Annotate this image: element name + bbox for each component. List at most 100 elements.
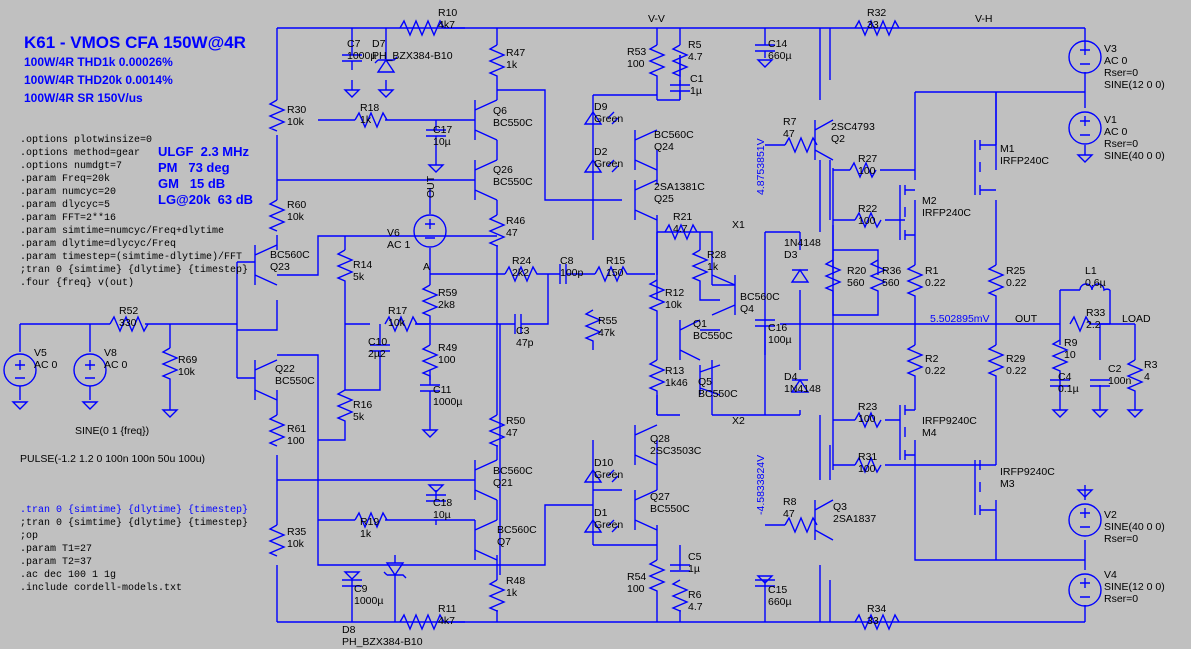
net-label-vv: V-V [648,13,665,25]
part-label-r13: R13 [665,365,684,377]
part-label-q23: Q23 [270,261,290,273]
resistor-R47 [488,44,506,80]
part-label-c9: 1000µ [354,595,383,607]
resistor-R34 [854,613,900,631]
resistor-R10 [399,19,465,37]
part-label-q6: Q6 [493,105,507,117]
resistor-R29 [987,344,1005,385]
part-label-r15: 150 [606,267,624,279]
resistor-R3 [1126,359,1144,395]
part-label-r2: 0.22 [925,365,946,377]
directive-line: .options numdgt=7 [20,160,122,172]
part-label-v8: V8 [104,347,117,359]
resistor-R7 [784,136,818,154]
part-label-r20: R20 [847,265,866,277]
led-D1 [583,518,603,533]
part-label-r55: 47k [598,327,616,339]
part-label-r48: R48 [506,575,525,587]
part-label-r6: 4.7 [688,601,703,613]
led-D10 [583,468,603,483]
part-label-v2: Rser=0 [1104,533,1138,545]
bjt-Q3 [814,499,834,541]
part-label-v4: SINE(12 0 0) [1104,581,1165,593]
part-label-r35: R35 [287,526,306,538]
part-label-q25: 2SA1381C [654,181,705,193]
part-label-c7: C7 [347,38,361,50]
directive-line: .options plotwinsize=0 [20,134,152,146]
part-label-q24: Q24 [654,141,674,153]
capacitor-C17 [426,129,446,160]
part-label-v3: Rser=0 [1104,67,1138,79]
directive-line: ;tran 0 {simtime} {dlytime} {timestep} [20,517,248,529]
resistor-R49 [421,344,439,380]
part-label-r47: 1k [506,59,518,71]
capacitor-C4 [1050,379,1070,387]
part-label-v4: Rser=0 [1104,593,1138,605]
led-D9 [583,110,603,125]
part-label-q1: BC550C [693,330,733,342]
resistor-R8 [784,516,818,534]
directive-line: .param T1=27 [20,544,92,555]
part-label-c18: 10µ [433,509,451,521]
part-label-v3: SINE(12 0 0) [1104,79,1165,91]
resistor-R21 [664,223,698,241]
part-label-r8: 47 [783,508,795,520]
capacitor-C9 [342,579,362,587]
bjt-Q24 [634,129,658,171]
net-label-out: OUT [1015,313,1038,325]
resistor-R25 [987,264,1005,300]
directive-line: .param T2=37 [20,557,92,568]
resistor-R20 [824,259,842,300]
part-label-r21: R21 [673,211,692,223]
part-label-c16: C16 [768,322,787,334]
part-label-c8: C8 [560,255,574,267]
part-label-d4: D4 [784,371,798,383]
directive-line: .four {freq} v(out) [20,277,134,289]
directive-line: .param dlytime=dlycyc/Freq [20,238,176,250]
net-label-out-rotated: OUT [425,175,437,198]
part-label-d2: Green [594,158,623,170]
resistor-R18 [354,111,388,129]
part-label-r30: R30 [287,104,306,116]
part-label-r47: R47 [506,47,525,59]
part-label-d2: D2 [594,146,608,158]
part-label-c5: C5 [688,551,702,563]
part-label-q2: 2SC4793 [831,121,875,133]
diodes [374,56,810,579]
part-label-r6: R6 [688,589,702,601]
wires [19,27,1136,623]
part-label-r13: 1k46 [665,377,688,389]
part-label-v4: V4 [1104,569,1117,581]
part-label-l1: 0.6µ [1085,277,1106,289]
resistor-R59 [421,284,439,324]
part-label-r15: R15 [606,255,625,267]
resistor-R6 [671,579,689,613]
part-label-c15: 660µ [768,596,792,608]
part-label-c11: C11 [433,384,452,396]
part-label-r69: R69 [178,354,197,366]
bjt-Q6 [474,99,498,141]
directive-line: .tran 0 {simtime} {dlytime} {timestep} [20,504,248,516]
diode-D4 [790,378,810,393]
net-label-x1: X1 [732,219,745,231]
spice-directives: .options plotwinsize=0 .options method=g… [20,134,248,594]
resistor-R16 [336,389,354,430]
capacitor-C2 [1090,379,1110,387]
part-label-q5: BC550C [698,388,738,400]
part-label-q2: Q2 [831,133,845,145]
loop-gain-line: GM 15 dB [158,176,225,191]
title-block: K61 - VMOS CFA 150W@4R 100W/4R THD1k 0.0… [24,33,253,207]
part-label-r36: R36 [882,265,901,277]
part-label-c17: C17 [433,124,452,136]
zener-D8 [383,555,407,579]
part-label-r32: R32 [867,7,886,19]
zener-D7 [374,56,398,73]
capacitor-C16 [755,319,775,355]
part-label-r9: R9 [1064,337,1078,349]
resistor-R30 [268,99,286,132]
capacitor-C15 [755,579,775,587]
part-label-r11: 4k7 [438,615,455,627]
part-label-q7: Q7 [497,536,511,548]
directive-line: .param timestep=(simtime-dlytime)/FFT [20,251,242,263]
